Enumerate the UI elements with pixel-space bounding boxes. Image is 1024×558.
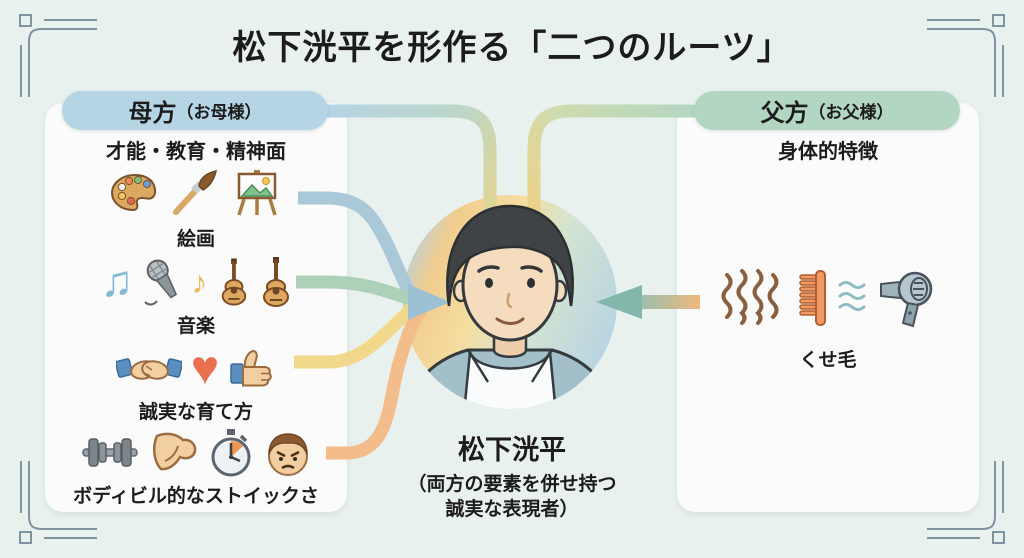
maternal-subtitle: 才能・教育・精神面	[106, 141, 286, 163]
row-label-stoicism: ボディビル的なストイックさ	[73, 486, 319, 507]
row-label-curly-hair: くせ毛	[799, 350, 857, 371]
flexed-bicep-icon	[152, 432, 196, 471]
hair-icons-row	[677, 263, 979, 335]
stopwatch-icon	[211, 429, 250, 477]
dumbbell-icon	[81, 438, 138, 467]
handshake-icon	[115, 358, 182, 380]
stoicism-icons-row	[45, 425, 347, 481]
person-description-line2: 誠実な表現者）	[445, 499, 579, 521]
music-notes-icon: ♫	[100, 257, 134, 306]
music-icons-row: ♫ ♪	[45, 254, 347, 310]
maternal-header-label: 母方	[128, 100, 177, 127]
wavy-hair-icon	[721, 269, 778, 325]
thumbs-up-icon	[230, 349, 273, 387]
microphone-icon	[143, 259, 177, 306]
comb-icon	[798, 270, 826, 326]
page-title: 松下洸平を形作る「二つのルーツ」	[232, 29, 792, 67]
person-description-line1: （両方の要素を併せ持つ	[407, 474, 617, 495]
hair-dryer-icon	[879, 271, 932, 328]
easel-icon	[237, 170, 277, 216]
paternal-arrowhead	[596, 285, 642, 319]
guitar-icon	[262, 257, 289, 307]
small-note-icon: ♪	[191, 264, 208, 300]
paternal-header-pill: 父方 （お父様）	[694, 91, 960, 130]
center-caption: 松下洸平 （両方の要素を併せ持つ 誠実な表現者）	[362, 428, 662, 522]
maternal-header-sublabel: （お母様）	[176, 103, 262, 122]
palette-icon	[110, 173, 157, 212]
guitar-icon	[221, 258, 246, 306]
painting-icons-row	[45, 165, 347, 221]
portrait-circle	[403, 195, 617, 409]
paternal-panel: 身体的特徴	[677, 103, 979, 512]
maternal-header-pill: 母方 （お母様）	[62, 91, 328, 130]
airflow-icon	[838, 281, 865, 311]
upbringing-icons-row: ♥	[45, 341, 347, 397]
paintbrush-icon	[173, 170, 217, 215]
row-label-upbringing: 誠実な育て方	[138, 402, 253, 423]
paternal-subtitle: 身体的特徴	[778, 141, 878, 163]
row-label-music: 音楽	[176, 316, 215, 337]
maternal-panel: 才能・教育・精神面	[45, 103, 347, 512]
row-label-painting: 絵画	[176, 229, 215, 250]
person-name: 松下洸平	[458, 435, 566, 465]
heart-icon: ♥	[190, 342, 220, 395]
maternal-arrowhead	[408, 284, 450, 320]
paternal-header-sublabel: （お父様）	[808, 103, 894, 122]
stern-face-icon	[267, 433, 308, 476]
paternal-header-label: 父方	[760, 100, 809, 127]
